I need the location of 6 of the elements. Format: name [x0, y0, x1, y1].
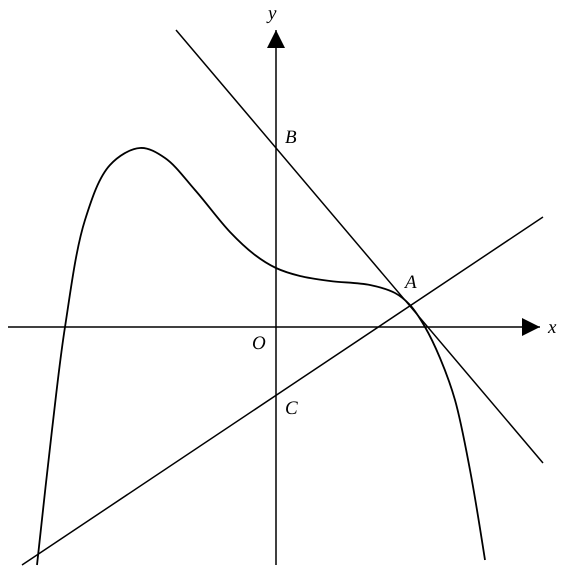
axis-label: y	[268, 4, 276, 23]
point-label: B	[285, 128, 297, 147]
origin-label: O	[252, 334, 266, 353]
point-label: A	[405, 273, 417, 292]
point-label: C	[285, 399, 298, 418]
axis-label: x	[548, 318, 556, 337]
